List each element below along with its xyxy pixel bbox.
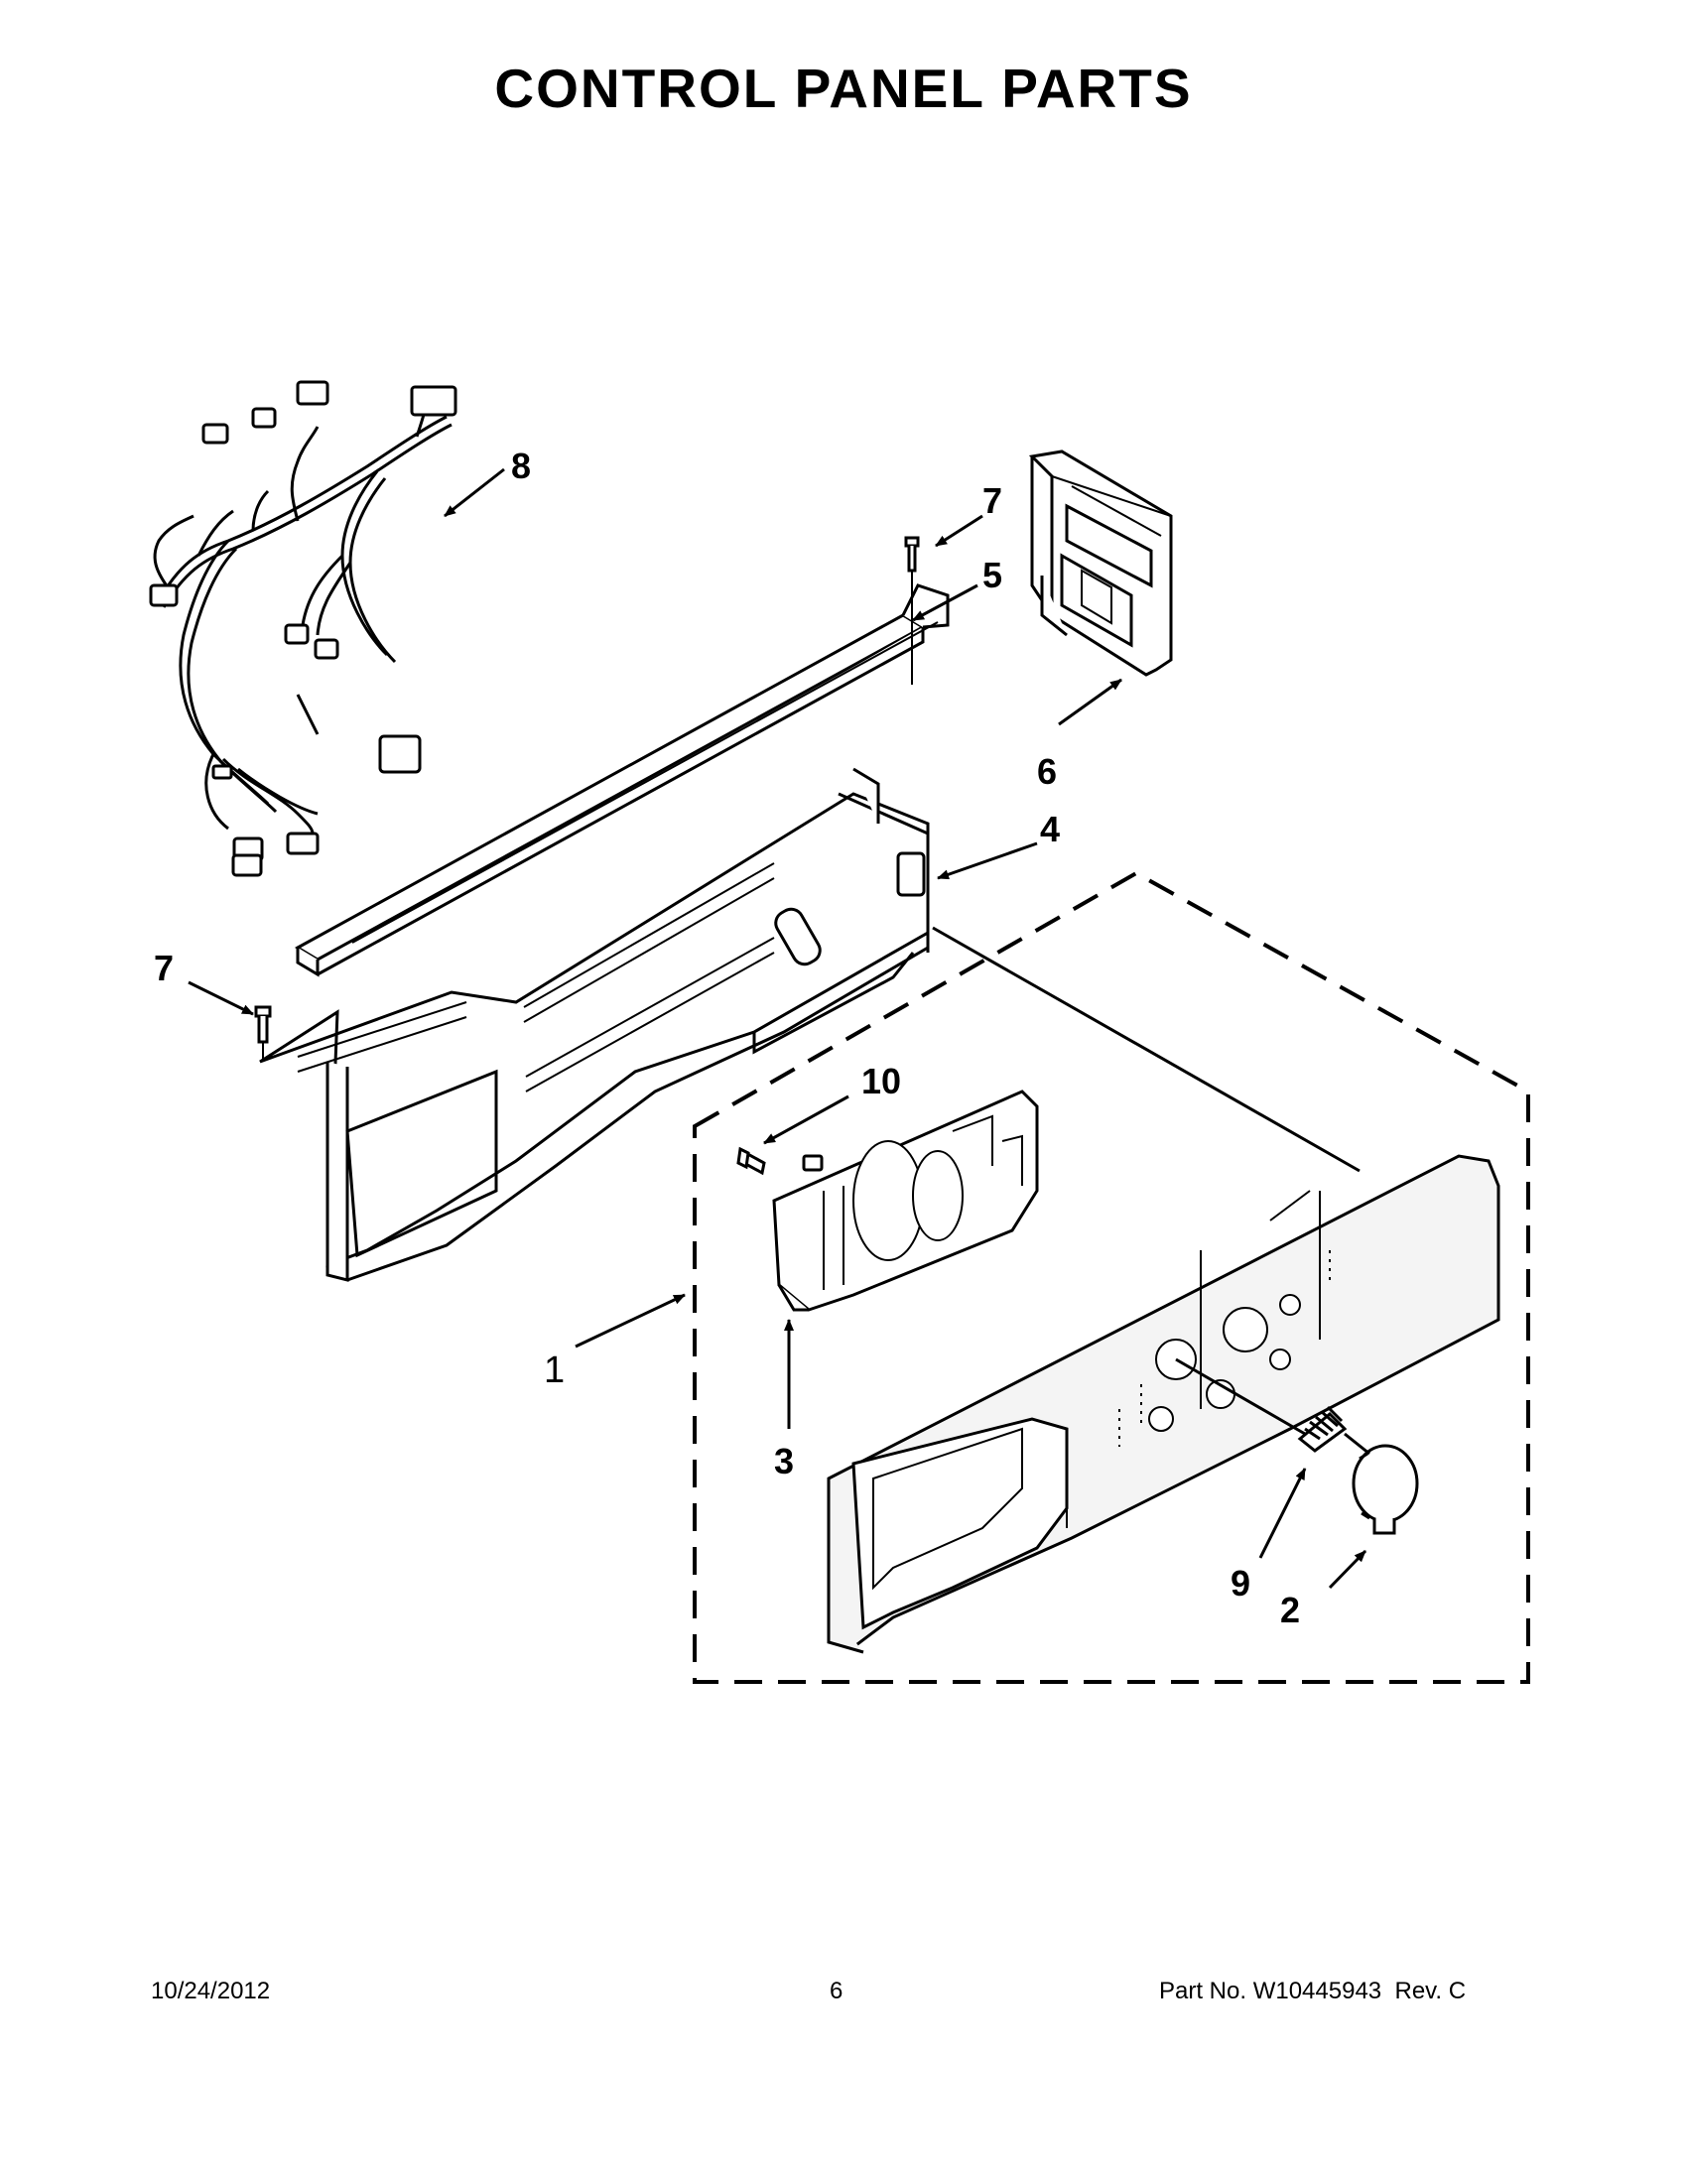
connector-icon [149, 380, 457, 877]
screw-icon [904, 536, 920, 685]
part-number-value: W10445943 [1252, 1978, 1382, 2004]
callout-arrows [188, 467, 1367, 1590]
callout-label-6: 6 [1037, 751, 1057, 792]
screw-icon [254, 1005, 272, 1062]
assembly-leader-lines [932, 926, 1370, 1456]
control-board-icon [772, 1090, 1039, 1312]
page-title: CONTROL PANEL PARTS [494, 58, 1193, 119]
footer-page-number: 6 [830, 1978, 844, 2004]
callout-label-5: 5 [982, 555, 1002, 595]
callout-label-1: 1 [544, 1349, 565, 1391]
revision-label: Rev. [1394, 1978, 1443, 2004]
callout-label-10: 10 [861, 1061, 901, 1101]
callout-label-3: 3 [774, 1441, 794, 1481]
electronic-module-icon [1028, 450, 1173, 677]
callout-label-7-top: 7 [982, 480, 1002, 521]
revision-value: C [1448, 1978, 1467, 2004]
screw-icon [736, 1146, 766, 1176]
wire-harness-icon [153, 396, 453, 835]
callout-label-2: 2 [1280, 1590, 1300, 1630]
part-number-label: Part No. [1159, 1978, 1247, 2004]
rail-bar-icon [294, 583, 950, 977]
mounting-bracket-icon [259, 767, 930, 1282]
callout-label-7-left: 7 [154, 948, 174, 988]
callout-label-4: 4 [1040, 809, 1060, 849]
callout-label-8: 8 [511, 446, 531, 486]
footer-date: 10/24/2012 [151, 1978, 271, 2004]
spring-icon [1297, 1405, 1348, 1453]
knob-icon [1352, 1444, 1419, 1535]
footer-part-number: Part No. W10445943 Rev. C [1159, 1980, 1466, 2003]
callout-label-9: 9 [1231, 1563, 1250, 1604]
console-panel-icon [827, 1154, 1500, 1654]
